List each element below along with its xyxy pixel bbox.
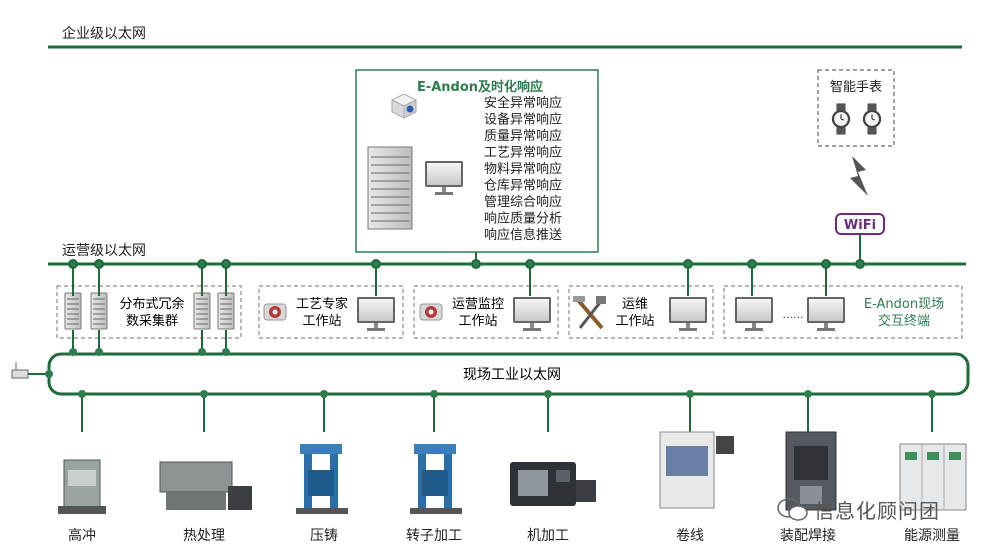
wifi-label: WiFi [844, 218, 876, 233]
operations-network-label: 运营级以太网 [62, 243, 146, 259]
wechat-icon [777, 498, 808, 521]
equipment-label: 高冲 [68, 527, 96, 544]
process-app-icon [263, 303, 287, 321]
server-icon [64, 292, 82, 330]
ops-node [371, 259, 381, 269]
andon-item: 响应信息推送 [484, 227, 562, 243]
server-icon [90, 292, 108, 330]
router-icon [11, 362, 49, 379]
ops-node [94, 259, 104, 269]
ops-monitor-label-line1: 运营监控 [452, 297, 504, 312]
assembly-welding-icon [785, 431, 837, 511]
ops-node [747, 259, 757, 269]
energy-meter-icon [899, 443, 967, 511]
watermark: 信息化顾问团 [814, 499, 940, 523]
andon-item-list: 安全异常响应设备异常响应质量异常响应工艺异常响应物料异常响应仓库异常响应管理综合… [484, 95, 562, 243]
process-label-line2: 工作站 [302, 314, 341, 329]
ops-node [221, 259, 231, 269]
field-node [804, 390, 812, 398]
ops-node [525, 259, 535, 269]
die-casting-icon [296, 444, 348, 514]
process-label-line1: 工艺专家 [296, 296, 348, 312]
wireless-signal-icon [850, 156, 868, 196]
rotor-machining-icon [410, 444, 462, 514]
ops-node [855, 259, 865, 269]
cnc-machine-icon [510, 462, 596, 506]
andon-item: 仓库异常响应 [484, 178, 562, 194]
maintenance-label-line2: 工作站 [615, 314, 654, 329]
field-node [928, 390, 936, 398]
winding-machine-icon [659, 431, 734, 509]
process-workstation-box [258, 285, 404, 339]
monitor-icon [669, 297, 707, 331]
equipment-label: 卷线 [676, 528, 704, 544]
field-node [320, 390, 328, 398]
andon-terminal-label-line1: E-Andon现场 [864, 297, 944, 312]
field-node [544, 390, 552, 398]
equipment-label: 机加工 [527, 528, 569, 544]
stamping-press-icon [58, 459, 106, 514]
andon-item: 响应质量分析 [484, 211, 562, 227]
andon-item: 质量异常响应 [484, 128, 562, 144]
andon-terminal-box [723, 285, 963, 339]
equipment-label: 热处理 [183, 528, 225, 544]
ops-node [683, 259, 693, 269]
monitor-icon [513, 297, 551, 331]
equipment-label: 能源测量 [904, 528, 960, 544]
server-icon [217, 292, 235, 330]
ops-monitor-workstation-box [413, 285, 559, 339]
heat-treatment-icon [159, 461, 252, 510]
monitor-icon [735, 297, 773, 331]
andon-item: 物料异常响应 [484, 161, 562, 177]
smartwatch-title: 智能手表 [830, 80, 882, 95]
monitor-icon [357, 297, 395, 331]
ops-node [68, 259, 78, 269]
ops-node [197, 259, 207, 269]
andon-item: 管理综合响应 [484, 194, 562, 210]
ops-node [471, 259, 481, 269]
andon-cube-icon [390, 93, 418, 119]
field-node [430, 390, 438, 398]
ops-monitor-label-line2: 工作站 [458, 314, 497, 329]
cluster-group-box [56, 285, 242, 339]
equipment-label: 压铸 [310, 528, 338, 544]
server-icon [193, 292, 211, 330]
equipment-label: 转子加工 [406, 528, 462, 544]
tools-icon [573, 296, 606, 330]
andon-panel-title: E-Andon及时化响应 [417, 79, 543, 95]
equipment-label: 装配焊接 [780, 527, 836, 544]
ops-app-icon [419, 303, 443, 321]
enterprise-network-label: 企业级以太网 [62, 25, 146, 42]
monitor-icon [807, 297, 845, 331]
ops-node [821, 259, 831, 269]
andon-server-rack-icon [367, 146, 413, 230]
field-node [200, 390, 208, 398]
maintenance-label-line1: 运维 [622, 297, 648, 312]
cluster-label-line1: 分布式冗余 [119, 296, 184, 312]
field-network-label: 现场工业以太网 [463, 367, 561, 383]
field-node [78, 390, 86, 398]
maintenance-workstation-box [568, 285, 714, 339]
andon-terminal-label-line2: 交互终端 [878, 313, 930, 329]
field-node [686, 390, 694, 398]
andon-item: 工艺异常响应 [484, 145, 562, 161]
terminal-ellipsis: ...... [783, 308, 804, 321]
cluster-label-line2: 数采集群 [126, 313, 178, 329]
andon-item: 安全异常响应 [484, 95, 562, 111]
andon-item: 设备异常响应 [484, 112, 562, 128]
smartwatch-box [817, 69, 895, 147]
